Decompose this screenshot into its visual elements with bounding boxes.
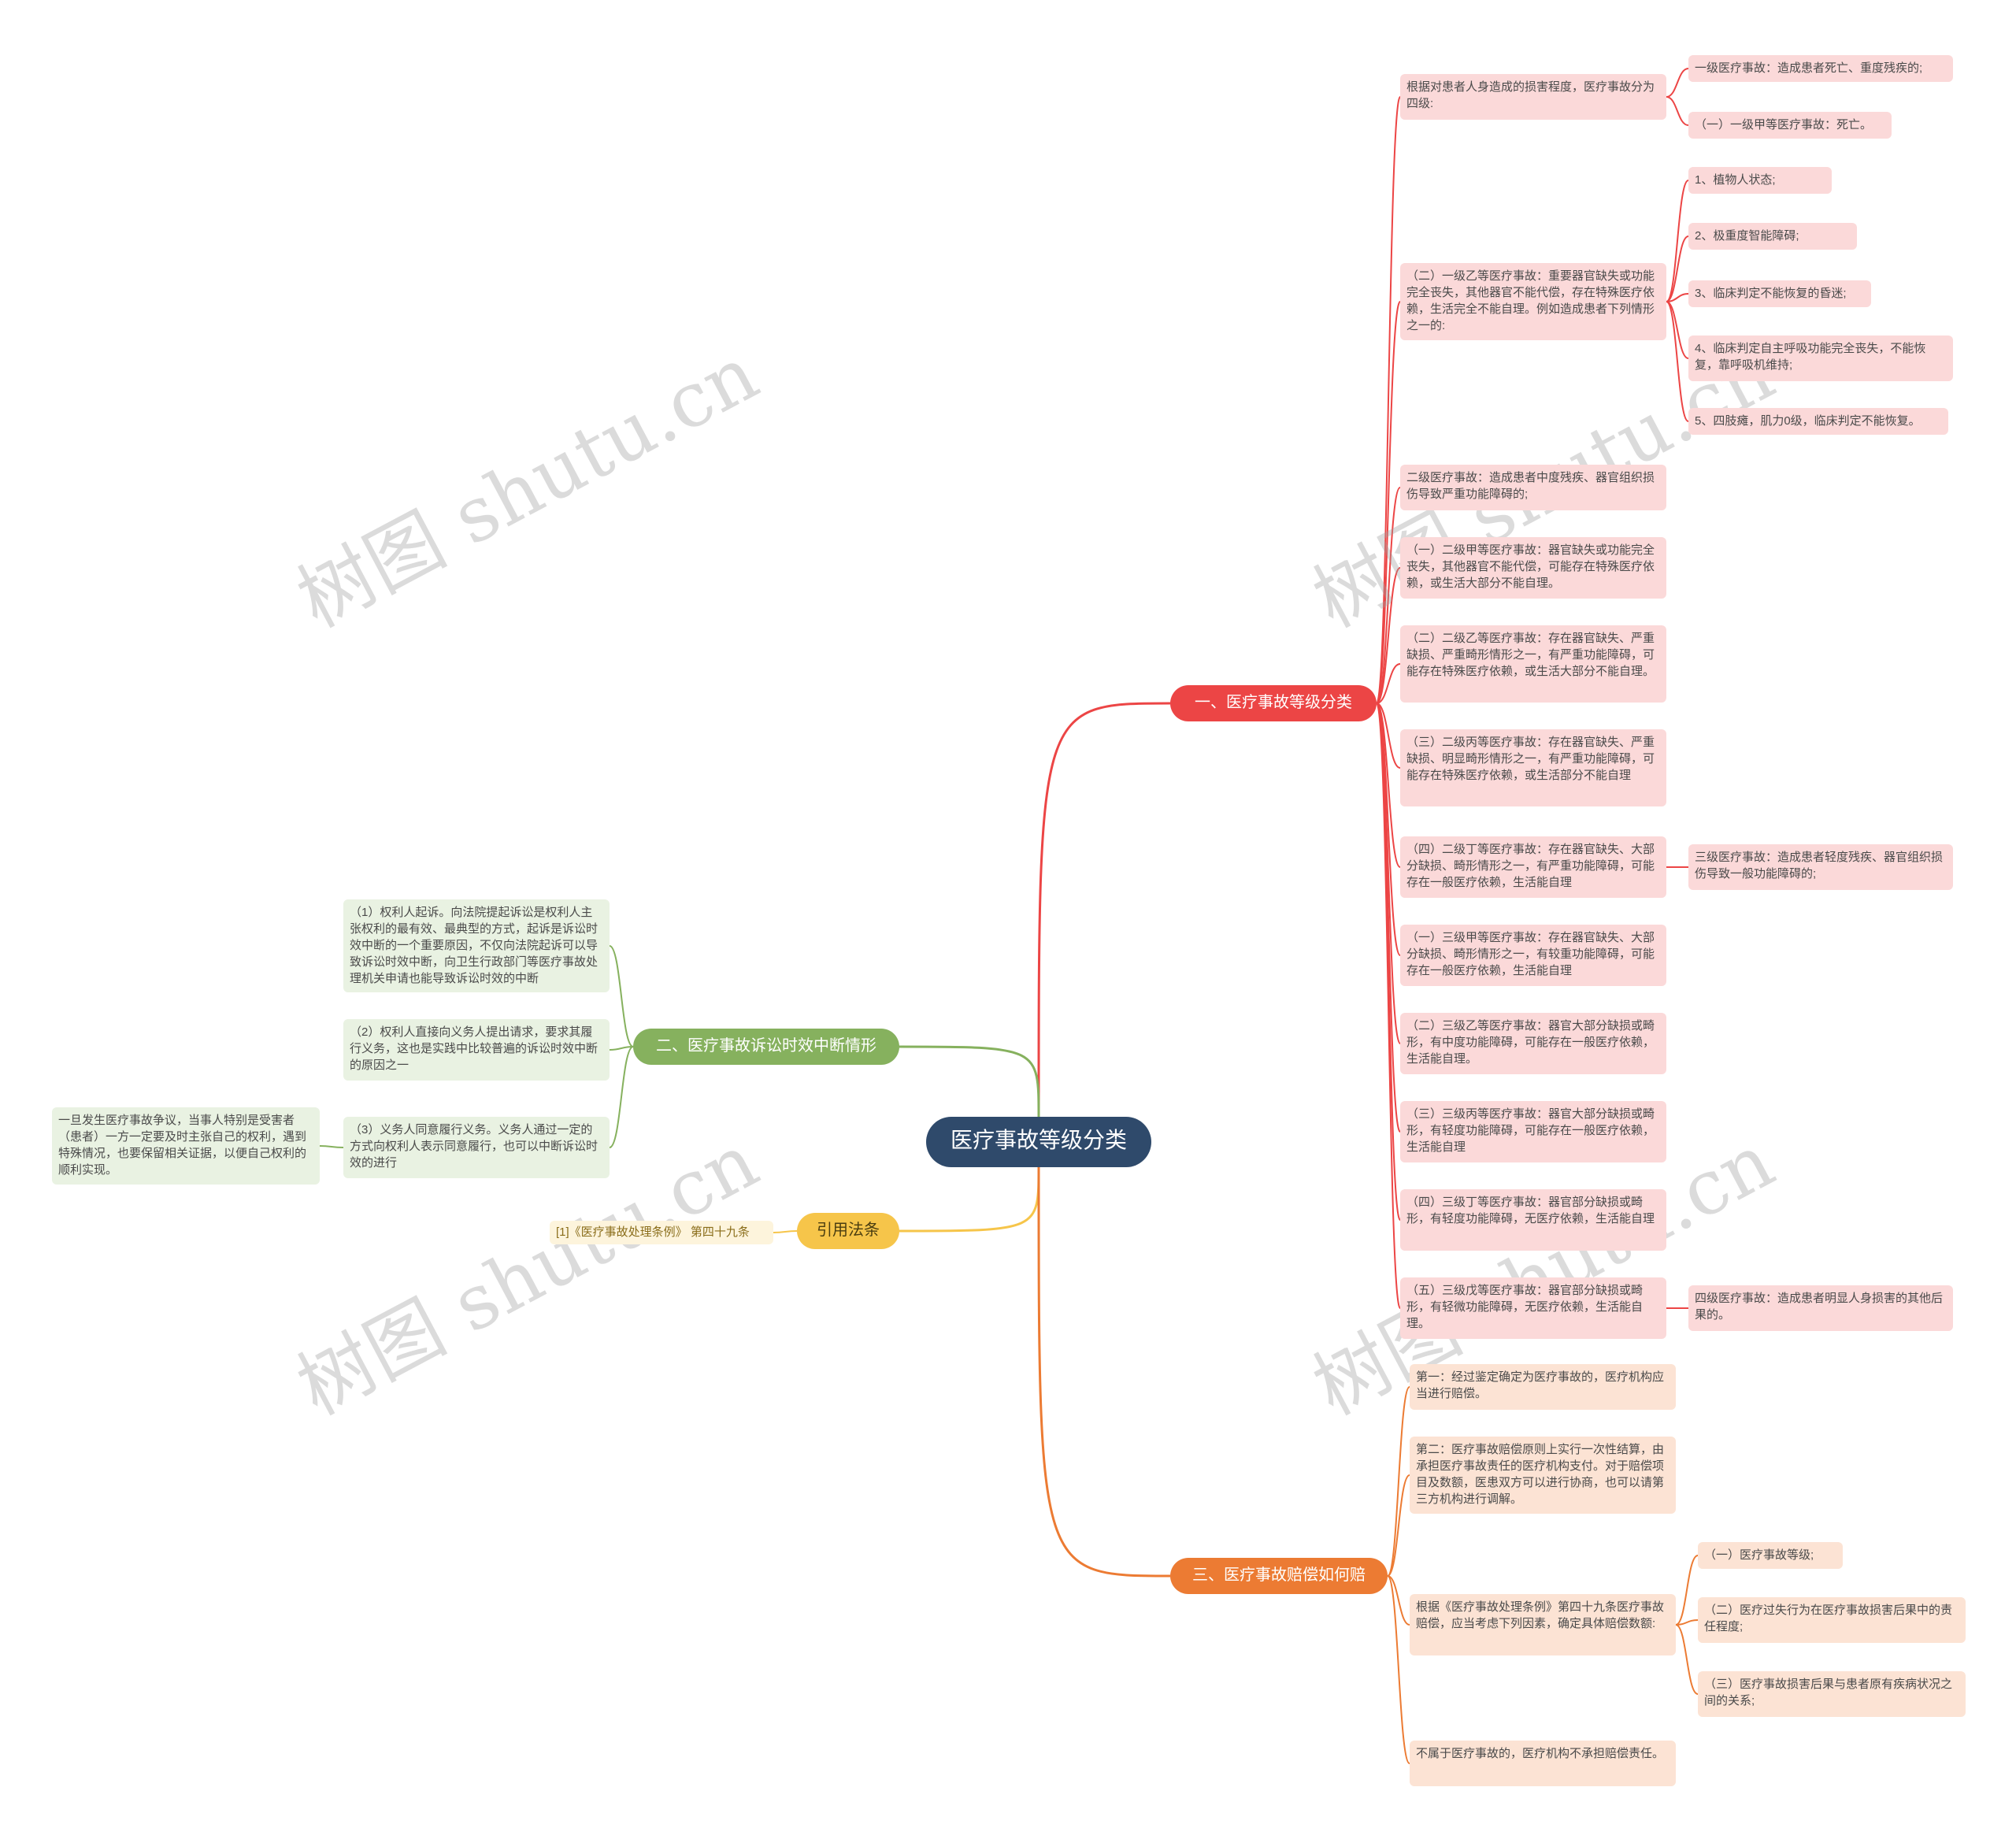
grade1b-node[interactable]: （二）一级乙等医疗事故：重要器官缺失或功能完全丧失，其他器官不能代偿，存在特殊医…: [1400, 263, 1666, 340]
grade1b-item[interactable]: 4、临床判定自主呼吸功能完全丧失，不能恢复，靠呼吸机维持;: [1688, 336, 1953, 381]
grade1b-item[interactable]: 1、植物人状态;: [1688, 167, 1832, 194]
grade4-node[interactable]: 四级医疗事故：造成患者明显人身损害的其他后果的。: [1688, 1285, 1953, 1331]
connector-line: [773, 1230, 798, 1233]
interruption-item[interactable]: （2）权利人直接向义务人提出请求，要求其履行义务，这也是实践中比较普遍的诉讼时效…: [343, 1019, 610, 1081]
compensation-item[interactable]: 第二：医疗事故赔偿原则上实行一次性结算，由承担医疗事故责任的医疗机构支付。对于赔…: [1410, 1437, 1676, 1514]
grade3b-node[interactable]: （二）三级乙等医疗事故：器官大部分缺损或畸形，有中度功能障碍，可能存在一般医疗依…: [1400, 1013, 1666, 1074]
branch-limitation-interruption[interactable]: 二、医疗事故诉讼时效中断情形: [633, 1029, 899, 1065]
connector-line: [1675, 1555, 1699, 1626]
grade1b-item[interactable]: 3、临床判定不能恢复的昏迷;: [1688, 280, 1871, 307]
cited-law-item[interactable]: [1]《医疗事故处理条例》 第四十九条: [550, 1221, 773, 1244]
grade1b-item[interactable]: 5、四肢瘫，肌力0级，临床判定不能恢复。: [1688, 408, 1948, 435]
connector-line: [899, 1166, 1040, 1233]
compensation-factor[interactable]: （二）医疗过失行为在医疗事故损害后果中的责任程度;: [1698, 1597, 1966, 1643]
grade-intro-node[interactable]: 根据对患者人身造成的损害程度，医疗事故分为四级:: [1400, 74, 1666, 120]
compensation-item[interactable]: 第一：经过鉴定确定为医疗事故的，医疗机构应当进行赔偿。: [1410, 1364, 1676, 1410]
branch-compensation[interactable]: 三、医疗事故赔偿如何赔: [1170, 1558, 1388, 1594]
connector-line: [1666, 68, 1689, 98]
connector-line: [1387, 1575, 1410, 1626]
branch-cited-law[interactable]: 引用法条: [797, 1213, 899, 1249]
connector-line: [1666, 301, 1689, 359]
connector-line: [1675, 1624, 1699, 1695]
interruption-note[interactable]: 一旦发生医疗事故争议，当事人特别是受害者（患者）一方一定要及时主张自己的权利，遇…: [52, 1107, 320, 1185]
connector-line: [1666, 293, 1689, 302]
interruption-item[interactable]: （3）义务人同意履行义务。义务人通过一定的方式向权利人表示同意履行，也可以中断诉…: [343, 1117, 610, 1178]
compensation-factor[interactable]: （一）医疗事故等级;: [1698, 1542, 1843, 1569]
connector-line: [609, 945, 634, 1047]
connector-line: [1376, 703, 1401, 1309]
connector-line: [1666, 235, 1689, 302]
connector-line: [899, 1045, 1040, 1118]
connector-line: [1037, 702, 1171, 1118]
connector-line: [1037, 1166, 1171, 1578]
root-topic[interactable]: 医疗事故等级分类: [926, 1117, 1151, 1167]
interruption-item[interactable]: （1）权利人起诉。向法院提起诉讼是权利人主张权利的最有效、最典型的方式，起诉是诉…: [343, 899, 610, 992]
grade1a-node[interactable]: （一）一级甲等医疗事故：死亡。: [1688, 112, 1892, 139]
compensation-item[interactable]: 不属于医疗事故的，医疗机构不承担赔偿责任。: [1410, 1741, 1676, 1786]
grade3c-node[interactable]: （三）三级丙等医疗事故：器官大部分缺损或畸形，有轻度功能障碍，可能存在一般医疗依…: [1400, 1101, 1666, 1162]
connector-line: [319, 1145, 344, 1148]
connector-line: [609, 1046, 634, 1148]
connector-line: [1675, 1619, 1699, 1626]
grade1b-item[interactable]: 2、极重度智能障碍;: [1688, 223, 1857, 250]
grade2b-node[interactable]: （二）二级乙等医疗事故：存在器官缺失、严重缺损、严重畸形情形之一，有严重功能障碍…: [1400, 625, 1666, 703]
connector-line: [1376, 663, 1401, 704]
connector-line: [609, 1046, 634, 1051]
grade3-node[interactable]: 三级医疗事故：造成患者轻度残疾、器官组织损伤导致一般功能障碍的;: [1688, 844, 1953, 890]
connector-line: [1666, 180, 1689, 302]
grade2c-node[interactable]: （三）二级丙等医疗事故：存在器官缺失、严重缺损、明显畸形情形之一，有严重功能障碍…: [1400, 729, 1666, 806]
connector-line: [1376, 703, 1401, 1133]
branch-grade-classification[interactable]: 一、医疗事故等级分类: [1170, 685, 1377, 721]
connector-line: [1387, 1474, 1410, 1577]
connector-line: [1376, 703, 1401, 868]
connector-line: [1666, 96, 1689, 126]
compensation-item[interactable]: 根据《医疗事故处理条例》第四十九条医疗事故赔偿，应当考虑下列因素，确定具体赔偿数…: [1410, 1594, 1676, 1655]
grade2d-node[interactable]: （四）二级丁等医疗事故：存在器官缺失、大部分缺损、畸形情形之一，有严重功能障碍，…: [1400, 836, 1666, 898]
compensation-factor[interactable]: （三）医疗事故损害后果与患者原有疾病状况之间的关系;: [1698, 1671, 1966, 1717]
connector-line: [1376, 487, 1401, 704]
connector-line: [1666, 301, 1689, 422]
connector-line: [1376, 96, 1401, 704]
grade2a-node[interactable]: （一）二级甲等医疗事故：器官缺失或功能完全丧失，其他器官不能代偿，可能存在特殊医…: [1400, 537, 1666, 599]
grade2-node[interactable]: 二级医疗事故：造成患者中度残疾、器官组织损伤导致严重功能障碍的;: [1400, 465, 1666, 510]
connector-line: [1376, 301, 1401, 704]
connector-line: [1376, 703, 1401, 769]
connector-line: [1387, 1575, 1410, 1764]
grade3d-node[interactable]: （四）三级丁等医疗事故：器官部分缺损或畸形，有轻度功能障碍，无医疗依赖，生活能自…: [1400, 1189, 1666, 1251]
grade1-node[interactable]: 一级医疗事故：造成患者死亡、重度残疾的;: [1688, 55, 1953, 82]
grade3a-node[interactable]: （一）三级甲等医疗事故：存在器官缺失、大部分缺损、畸形情形之一，有较重功能障碍，…: [1400, 925, 1666, 986]
grade3e-node[interactable]: （五）三级戊等医疗事故：器官部分缺损或畸形，有轻微功能障碍，无医疗依赖，生活能自…: [1400, 1277, 1666, 1339]
connector-line: [1376, 567, 1401, 704]
connector-line: [1387, 1386, 1410, 1577]
